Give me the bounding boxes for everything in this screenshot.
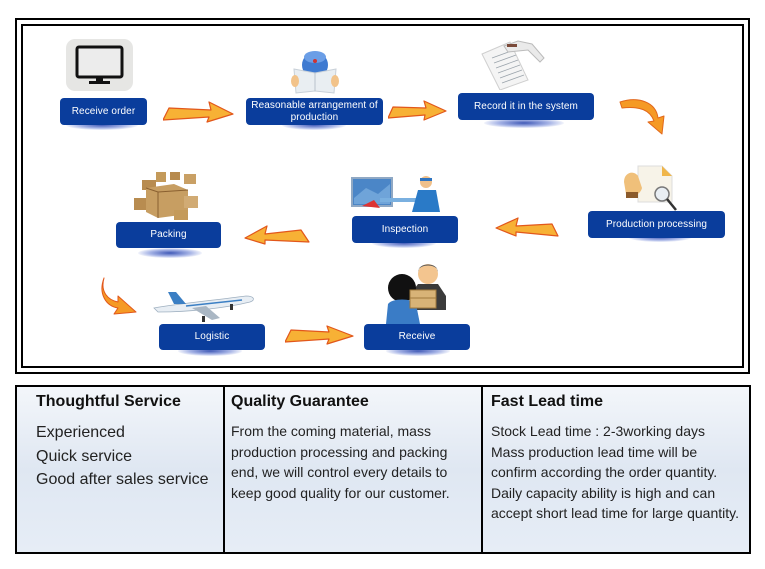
arrow-right-icon: [285, 325, 354, 345]
inspector-computer-icon: [351, 176, 440, 212]
step-label: Production processing: [588, 211, 725, 238]
feature-thoughtful-service: Thoughtful Service Experienced Quick ser…: [17, 387, 223, 552]
arrow-curve-down-icon: [619, 99, 665, 135]
document-record-icon: [481, 40, 545, 90]
feature-line: Mass production lead time will be confir…: [491, 443, 718, 481]
feature-body: Stock Lead time : 2-3working days Mass p…: [491, 421, 741, 524]
cardboard-boxes-icon: [134, 172, 198, 220]
arrow-left-icon: [495, 217, 559, 237]
step-label: Record it in the system: [458, 93, 594, 120]
arrow-right-icon: [163, 101, 234, 123]
step-label: Logistic: [159, 324, 265, 350]
worker-reading-plan-icon: [291, 51, 339, 94]
feature-line: Stock Lead time : 2-3working days: [491, 423, 705, 439]
process-flow-frame: [15, 18, 750, 374]
step-label: Packing: [116, 222, 221, 248]
step-label: Receive: [364, 324, 470, 350]
features-table: Thoughtful Service Experienced Quick ser…: [15, 385, 751, 554]
feature-body: From the coming material, mass productio…: [231, 423, 450, 501]
feature-list: Experienced Quick service Good after sal…: [36, 421, 215, 492]
feature-title: Quality Guarantee: [231, 393, 369, 410]
arrow-curve-down-icon: [101, 277, 137, 315]
feature-title: Fast Lead time: [491, 393, 604, 410]
feature-list-item: Good after sales service: [36, 471, 209, 488]
feature-line: Daily capacity ability is high and can a…: [491, 484, 739, 522]
feature-fast-lead-time: Fast Lead time Stock Lead time : 2-3work…: [481, 387, 749, 552]
arrow-right-icon: [388, 100, 447, 121]
feature-list-item: Quick service: [36, 447, 133, 465]
step-label: Reasonable arrangement of production: [246, 98, 383, 125]
delivery-handover-icon: [386, 264, 446, 324]
feature-quality-guarantee: Quality Guarantee From the coming materi…: [223, 387, 481, 552]
process-flow-canvas: [21, 24, 744, 368]
step-label: Receive order: [60, 98, 147, 125]
arrow-left-icon: [244, 225, 310, 245]
feature-title: Thoughtful Service: [36, 393, 181, 410]
computer-monitor-icon: [66, 39, 133, 91]
processing-approval-icon: [624, 165, 677, 211]
feature-list-item: Experienced: [36, 424, 125, 441]
airplane-icon: [153, 292, 254, 322]
step-label: Inspection: [352, 216, 458, 243]
